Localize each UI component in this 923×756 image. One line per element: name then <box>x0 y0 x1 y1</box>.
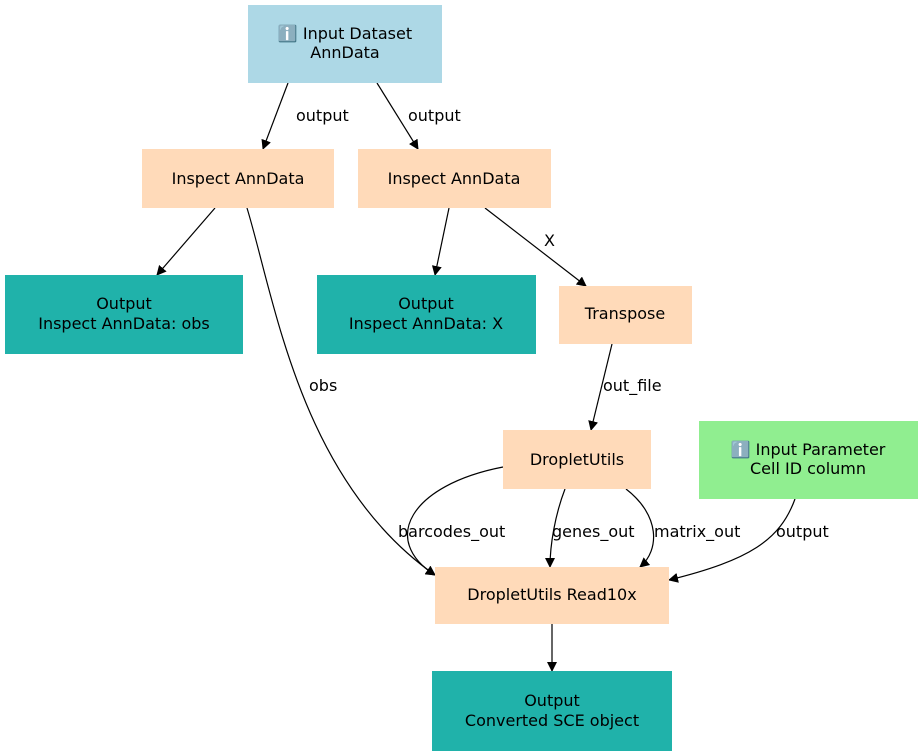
node-dropletutils-label: DropletUtils <box>530 450 624 469</box>
edge-label-x: X <box>544 231 555 250</box>
node-output-sce[interactable]: Output Converted SCE object <box>432 671 672 751</box>
node-input-parameter-box <box>699 421 918 499</box>
node-dropletutils-read10x[interactable]: DropletUtils Read10x <box>435 567 669 624</box>
edge-inspect2-to-transpose <box>484 207 587 287</box>
edge-transpose-to-dropletutils <box>588 343 613 431</box>
node-inspect-anndata-2-box <box>358 149 551 208</box>
edge-inspect1-to-read10x <box>246 207 436 576</box>
node-output-sce-title: Output <box>524 691 580 710</box>
node-input-dataset-subtitle: AnnData <box>310 43 379 62</box>
edge-label-out-file: out_file <box>603 376 662 396</box>
node-transpose[interactable]: Transpose <box>559 286 692 344</box>
node-output-x[interactable]: Output Inspect AnnData: X <box>317 275 536 354</box>
node-output-obs-subtitle: Inspect AnnData: obs <box>38 314 210 333</box>
node-input-dataset[interactable]: ℹ️ Input Dataset AnnData <box>248 5 442 83</box>
node-output-obs-title: Output <box>96 294 152 313</box>
node-inspect-anndata-1-box <box>142 149 334 208</box>
edge-label-genes-out: genes_out <box>552 522 635 542</box>
node-inspect-anndata-1[interactable]: Inspect AnnData <box>142 149 334 208</box>
edge-dropletutils-genes <box>545 488 566 568</box>
edge-inspect2-to-output-x <box>431 207 450 276</box>
node-dropletutils-read10x-box <box>435 567 669 624</box>
edge-label-matrix-out: matrix_out <box>654 522 740 542</box>
node-output-obs-box <box>5 275 243 354</box>
node-input-parameter-subtitle: Cell ID column <box>750 459 866 478</box>
node-inspect-anndata-2[interactable]: Inspect AnnData <box>358 149 551 208</box>
node-transpose-box <box>559 286 692 344</box>
edge-parameter-to-read10x <box>668 498 796 583</box>
node-input-parameter[interactable]: ℹ️ Input Parameter Cell ID column <box>699 421 918 499</box>
edge-label-output-2: output <box>408 106 461 125</box>
edge-label-barcodes-out: barcodes_out <box>398 522 505 542</box>
edge-dropletutils-matrix <box>625 488 655 568</box>
node-dropletutils-box <box>503 430 651 489</box>
node-input-dataset-box <box>248 5 442 83</box>
edge-dropletutils-barcodes <box>406 466 504 576</box>
edge-label-obs: obs <box>309 376 337 395</box>
edge-label-output-3: output <box>776 522 829 541</box>
edge-label-output-1: output <box>296 106 349 125</box>
node-dropletutils-read10x-label: DropletUtils Read10x <box>467 585 636 604</box>
node-output-x-box <box>317 275 536 354</box>
edge-inspect1-to-output-obs <box>156 207 216 276</box>
node-inspect-anndata-2-label: Inspect AnnData <box>388 169 521 188</box>
node-input-parameter-title: ℹ️ Input Parameter <box>731 440 886 459</box>
edge-dataset-to-inspect2 <box>376 82 419 150</box>
node-output-obs[interactable]: Output Inspect AnnData: obs <box>5 275 243 354</box>
edge-dataset-to-inspect1 <box>261 82 289 150</box>
node-input-dataset-title: ℹ️ Input Dataset <box>278 24 412 43</box>
node-output-sce-subtitle: Converted SCE object <box>465 711 639 730</box>
node-inspect-anndata-1-label: Inspect AnnData <box>172 169 305 188</box>
node-output-x-subtitle: Inspect AnnData: X <box>349 314 503 333</box>
node-output-x-title: Output <box>398 294 454 313</box>
node-transpose-label: Transpose <box>584 304 665 323</box>
node-output-sce-box <box>432 671 672 751</box>
node-dropletutils[interactable]: DropletUtils <box>503 430 651 489</box>
